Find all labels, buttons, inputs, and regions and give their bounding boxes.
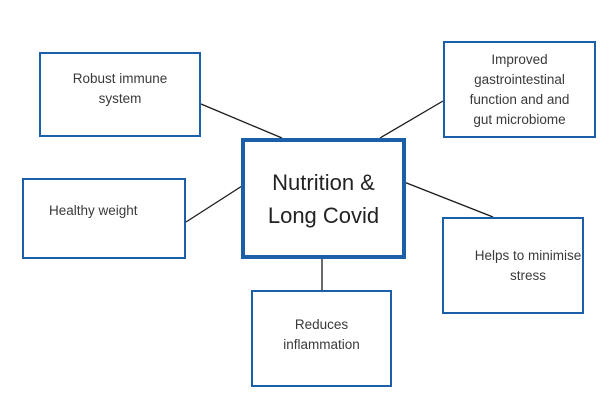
node-helps-minimise-stress: Helps to minimise stress [442, 217, 584, 314]
node-gut-line-3: function and and [469, 91, 570, 107]
node-gut-line-1: Improved [491, 51, 548, 67]
connector-center-to-immune [200, 103, 283, 139]
connector-center-to-stress [403, 181, 494, 218]
node-reduces-inflammation: Reduces inflammation [251, 290, 392, 387]
node-stress-line-2: stress [509, 267, 546, 283]
connector-center-to-gut [379, 100, 444, 139]
node-gut-text: Improved gastrointestinal function and a… [470, 50, 570, 130]
node-immune-line-1: Robust immune [72, 70, 168, 86]
node-inflammation-line-1: Reduces [294, 316, 349, 332]
node-weight-line-1: Healthy weight [49, 202, 138, 218]
node-stress-line-1: Helps to minimise [474, 247, 582, 263]
central-topic-text: Nutrition & Long Covid [268, 166, 379, 232]
central-topic-line-1: Nutrition & [272, 169, 375, 195]
node-stress-text: Helps to minimise stress [475, 246, 582, 286]
node-immune-line-2: system [98, 90, 142, 106]
node-inflammation-line-2: inflammation [283, 336, 360, 352]
node-robust-immune-system: Robust immune system [39, 52, 201, 137]
connector-center-to-weight [185, 185, 243, 223]
node-inflammation-text: Reduces inflammation [283, 315, 360, 355]
node-immune-text: Robust immune system [73, 69, 168, 109]
central-topic-line-2: Long Covid [267, 202, 380, 228]
node-gut-line-2: gastrointestinal [474, 71, 565, 87]
node-improved-gastrointestinal-function: Improved gastrointestinal function and a… [443, 41, 596, 138]
node-gut-line-4: gut microbiome [473, 111, 566, 127]
node-weight-text: Healthy weight [49, 201, 138, 221]
node-healthy-weight: Healthy weight [22, 178, 186, 259]
central-topic-box: Nutrition & Long Covid [241, 138, 406, 259]
